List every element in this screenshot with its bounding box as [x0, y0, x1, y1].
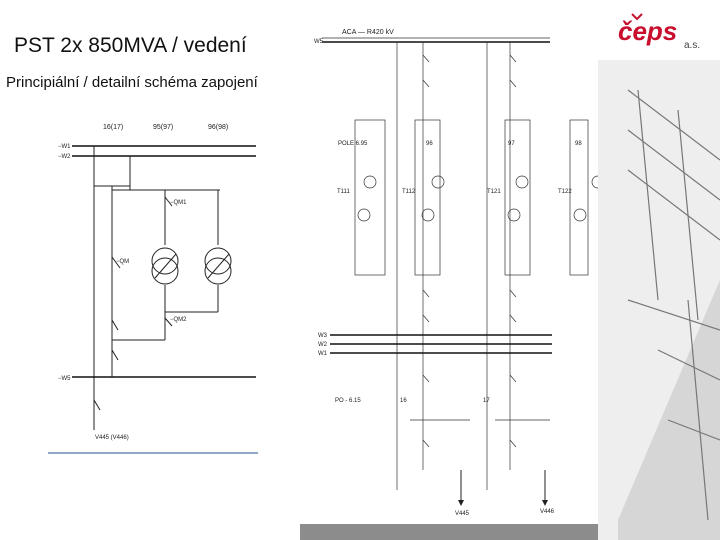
- detail-tx-2-icon: [421, 208, 435, 222]
- detail-tx-4-icon: [573, 208, 587, 222]
- detail-bay-97: 97: [508, 141, 515, 147]
- detail-pole-label: POLE 6.95: [338, 141, 368, 147]
- detail-frame-3: [504, 119, 531, 276]
- switch-aux1: [111, 319, 119, 331]
- detail-header: ACA — R420 kV: [342, 29, 394, 36]
- detail-bus-w2: W2: [318, 342, 328, 348]
- detail-t112: T112: [402, 189, 416, 195]
- switch-qm1: [164, 196, 173, 207]
- switch-qm2: [164, 317, 173, 327]
- line-label-left: V445 (V446): [95, 435, 129, 441]
- detail-frame-2: [414, 119, 441, 276]
- detail-frame-1: [354, 119, 386, 276]
- transformer-2-icon: [204, 247, 232, 275]
- detail-t111: T111: [337, 189, 350, 195]
- company-logo: čeps a.s.: [610, 8, 720, 52]
- bus-label-w5: −W5: [58, 376, 71, 382]
- bay-label-2: 95(97): [153, 124, 173, 131]
- logo-brand: čeps: [618, 16, 677, 46]
- slide-subtitle: Principiální / detailní schéma zapojení: [6, 74, 258, 91]
- arrow-down-icon: [542, 500, 548, 506]
- transformer-1b-icon: [151, 257, 179, 285]
- detail-tx-3b-icon: [515, 175, 529, 189]
- detail-bay-96: 96: [426, 141, 433, 147]
- detail-bay-98: 98: [575, 141, 582, 147]
- detail-t121: T121: [487, 189, 501, 195]
- detail-pole-lower: PO - 6.15: [335, 398, 361, 404]
- detail-tx-3-icon: [507, 208, 521, 222]
- detail-bus-w3: W3: [318, 333, 328, 339]
- device-qm2: −QM2: [170, 317, 187, 323]
- transformer-2b-icon: [204, 257, 232, 285]
- detail-tx-1b-icon: [363, 175, 377, 189]
- bay-label-3: 96(98): [208, 124, 228, 131]
- tx1-arrow: [154, 253, 177, 279]
- detail-tx-2b-icon: [431, 175, 445, 189]
- detail-lower-bay-16: 16: [400, 398, 407, 404]
- device-qm: −QM: [116, 259, 129, 265]
- slide-title: PST 2x 850MVA / vedení: [14, 34, 247, 57]
- transformer-1-icon: [151, 247, 179, 275]
- detail-t122: T122: [558, 189, 572, 195]
- bus-label-w2: −W2: [58, 154, 71, 160]
- detail-bus-w1: W1: [318, 351, 328, 357]
- detail-line-v445: V445: [455, 511, 470, 517]
- switch-qm: [111, 256, 121, 269]
- switch-aux2: [111, 349, 119, 361]
- switch-line: [93, 399, 101, 411]
- detail-tx-1-icon: [357, 208, 371, 222]
- logo-suffix: a.s.: [684, 40, 700, 51]
- detail-lower-bay-17: 17: [483, 398, 490, 404]
- bay-label-1: 16(17): [103, 124, 123, 131]
- detail-frame-4: [569, 119, 589, 276]
- arrow-down-icon: [458, 500, 464, 506]
- bus-label-w1: −W1: [58, 144, 71, 150]
- decorative-photo: [598, 0, 720, 540]
- footer-bar: [300, 524, 598, 540]
- tx2-arrow: [207, 253, 230, 279]
- detail-line-v446: V446: [540, 509, 555, 515]
- device-qm1: −QM1: [170, 200, 187, 206]
- detail-switch-marks: [422, 54, 517, 448]
- detail-top-bus: W5: [314, 39, 324, 45]
